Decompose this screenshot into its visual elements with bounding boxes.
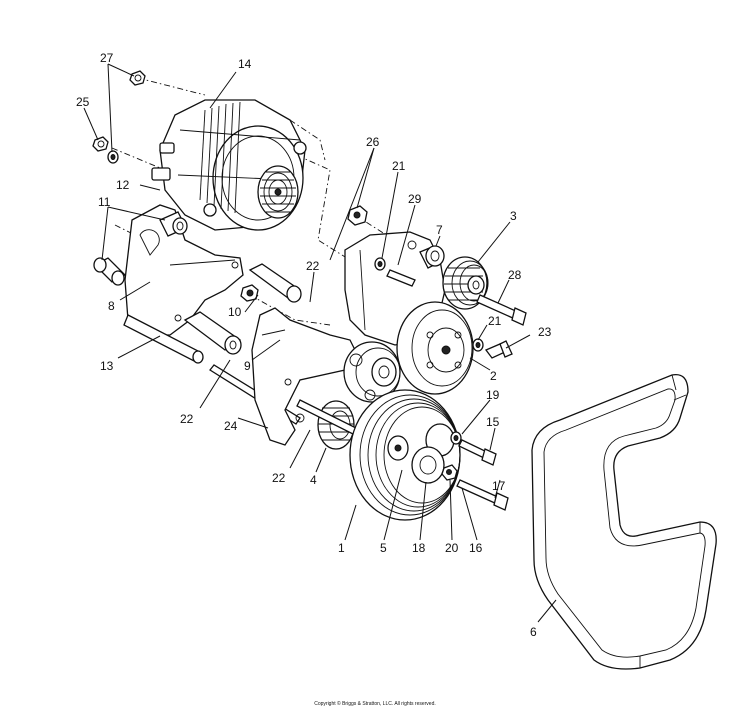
callout-1: 1: [338, 541, 345, 555]
callout-22-top: 22: [306, 259, 320, 273]
copyright-notice: Copyright © Briggs & Stratton, LLC. All …: [314, 701, 436, 707]
callout-19: 19: [486, 388, 500, 402]
spacer-10: [183, 311, 242, 355]
callout-13: 13: [100, 359, 114, 373]
hub-2: [396, 301, 474, 395]
callout-8: 8: [108, 299, 115, 313]
callout-14: 14: [238, 57, 252, 71]
bolt-15: [458, 439, 497, 466]
leader-lines: [83, 63, 557, 623]
alternator: [151, 99, 307, 231]
washer-21a: [374, 257, 386, 271]
callout-15: 15: [486, 415, 500, 429]
spacer-7: [419, 245, 445, 269]
callout-16: 16: [469, 541, 483, 555]
drive-pulley-1: [349, 389, 461, 521]
nut-26: [347, 205, 368, 226]
bolt-29: [386, 269, 416, 287]
callout-21-lower: 21: [488, 314, 502, 328]
callout-9: 9: [244, 359, 251, 373]
spacer-11-lower: [93, 257, 127, 286]
washer-27: [107, 150, 119, 164]
callout-7: 7: [436, 223, 443, 237]
washer-21b: [472, 338, 484, 352]
callout-22-bottom: 22: [272, 471, 286, 485]
washer-19: [450, 431, 462, 445]
bolt-17: [456, 479, 509, 511]
callout-18: 18: [412, 541, 426, 555]
callout-26: 26: [366, 135, 380, 149]
callout-11: 11: [98, 195, 111, 209]
belt-6: [531, 373, 717, 670]
callout-27: 27: [100, 51, 114, 65]
callout-17: 17: [492, 479, 506, 493]
callout-21-upper: 21: [392, 159, 406, 173]
nut-25: [92, 136, 109, 152]
nut-20: [441, 464, 458, 481]
rod-13: [123, 314, 204, 364]
callout-29: 29: [408, 192, 422, 206]
callout-24: 24: [224, 419, 238, 433]
nut-10: [240, 284, 259, 302]
callout-12: 12: [116, 178, 130, 192]
callout-6: 6: [530, 625, 537, 639]
callout-25: 25: [76, 95, 90, 109]
callout-4: 4: [310, 473, 317, 487]
spacer-11-upper: [159, 211, 188, 237]
bracket-9: [251, 307, 361, 446]
bolt-23: [484, 340, 513, 359]
idler-pulley-3: [442, 256, 489, 310]
callout-3: 3: [510, 209, 517, 223]
callout-23: 23: [538, 325, 552, 339]
callout-22-left: 22: [180, 412, 194, 426]
callout-10: 10: [228, 305, 242, 319]
nut-27: [129, 70, 146, 86]
callout-2: 2: [490, 369, 497, 383]
callout-labels: 27 14 25 26 21 12 11 29 3 7 22 28 8 10 2…: [76, 51, 552, 639]
callout-28: 28: [508, 268, 522, 282]
spacer-22a: [248, 263, 302, 303]
callout-5: 5: [380, 541, 387, 555]
bolt-28: [476, 294, 527, 326]
callout-20: 20: [445, 541, 459, 555]
idler-pulley-upper: [343, 341, 401, 403]
